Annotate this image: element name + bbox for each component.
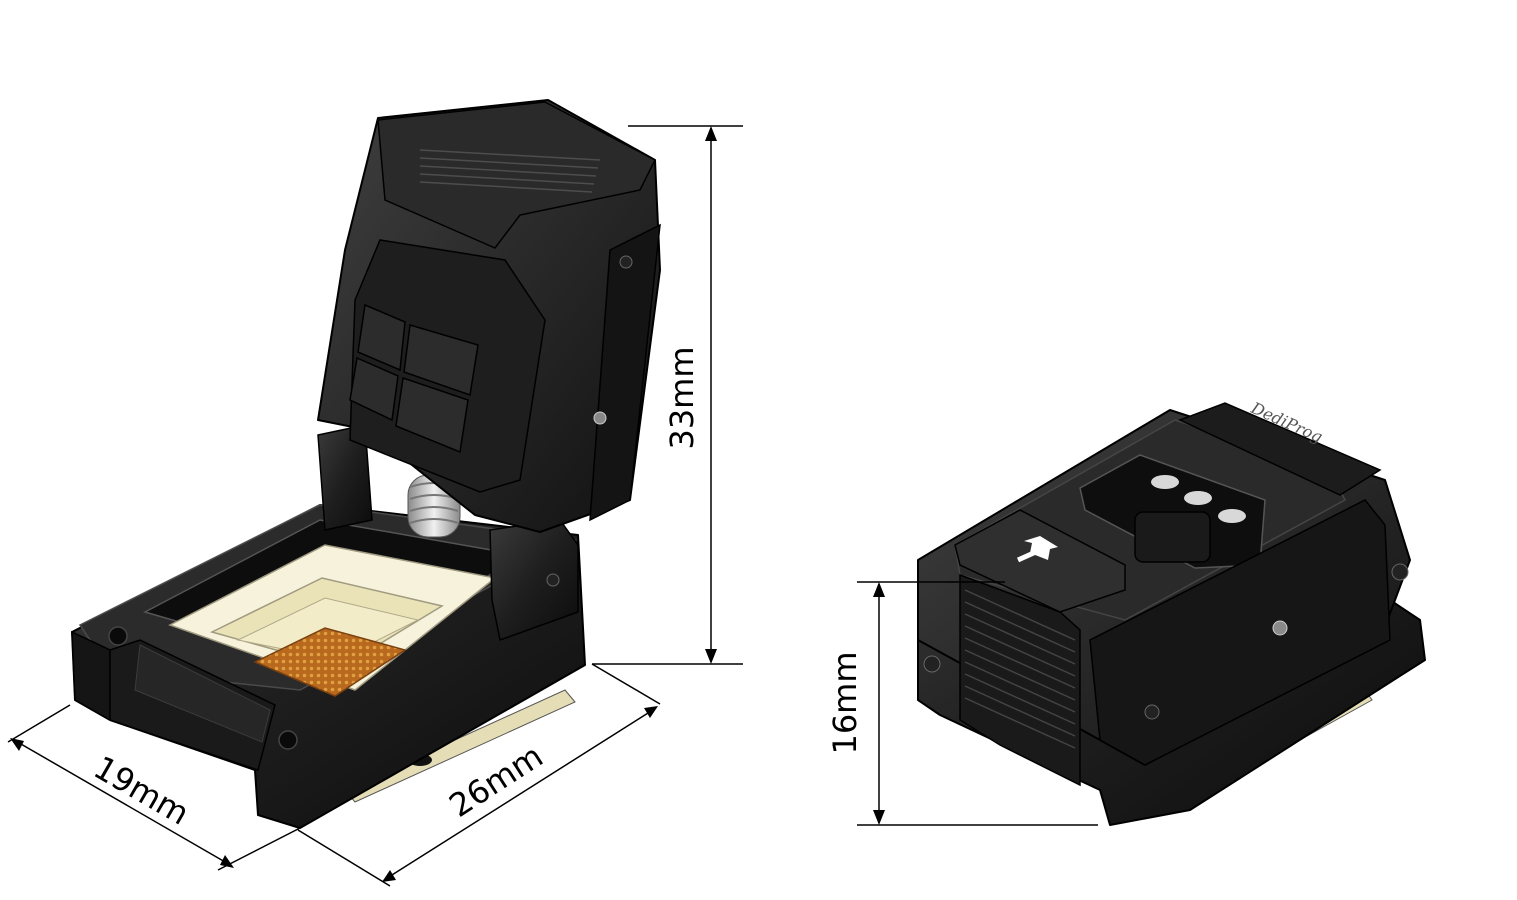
dimension-label-width: 19mm — [87, 748, 195, 832]
open-socket-pusher — [349, 303, 479, 454]
dimension-lines — [7, 125, 1098, 887]
open-socket-illustration — [71, 99, 661, 829]
closed-socket-slider — [954, 509, 1126, 613]
open-socket-contact-array — [253, 627, 407, 697]
closed-socket-front-face — [959, 573, 1081, 787]
open-socket-latch — [377, 101, 656, 249]
dimension-label-height-closed: 16mm — [826, 651, 864, 754]
open-socket-hinge — [317, 424, 373, 531]
closed-socket-illustration: DediProg — [917, 398, 1426, 826]
dimension-label-height-open: 33mm — [663, 346, 701, 449]
dimension-arrowheads — [10, 126, 885, 882]
arrow-up-icon — [1016, 536, 1058, 563]
